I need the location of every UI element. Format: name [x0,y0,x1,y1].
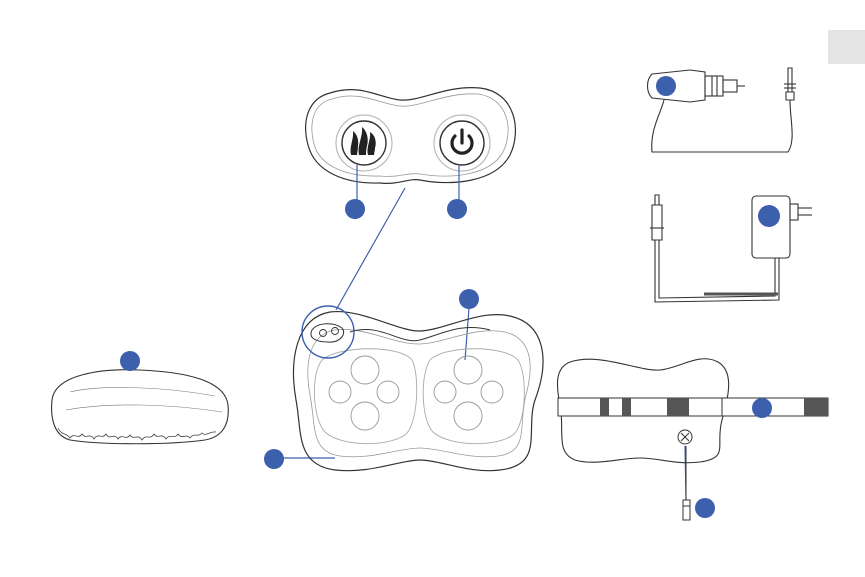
power-cord-marker [695,498,715,518]
dc-plug [683,446,690,520]
power-button-marker [447,199,467,219]
massage-pillow [294,306,543,471]
wall-adapter-marker [758,205,780,227]
heat-button-marker [345,199,365,219]
strap [558,398,828,416]
strap-marker [752,398,772,418]
wall-adapter-plug [652,195,662,240]
cover-elastic-edge [58,428,216,440]
power-button[interactable] [440,121,484,165]
cover-marker [120,351,140,371]
left-massage-nodes [329,356,399,430]
pillow-cover [52,370,229,444]
pillow-body-marker [264,449,284,469]
right-massage-nodes [434,356,503,430]
wall-adapter [650,195,812,302]
car-adapter-cable [652,100,792,152]
massage-node-marker [459,289,479,309]
pillow-outline [294,312,543,471]
heat-button[interactable] [342,121,386,165]
car-adapter-marker [656,76,676,96]
dc-socket-icon [678,430,692,444]
pillow-seam [350,327,490,340]
right-node-frame [423,349,524,444]
pillow-inner-outline [308,329,530,456]
remote-control [306,88,516,184]
leader-lines [272,165,686,500]
